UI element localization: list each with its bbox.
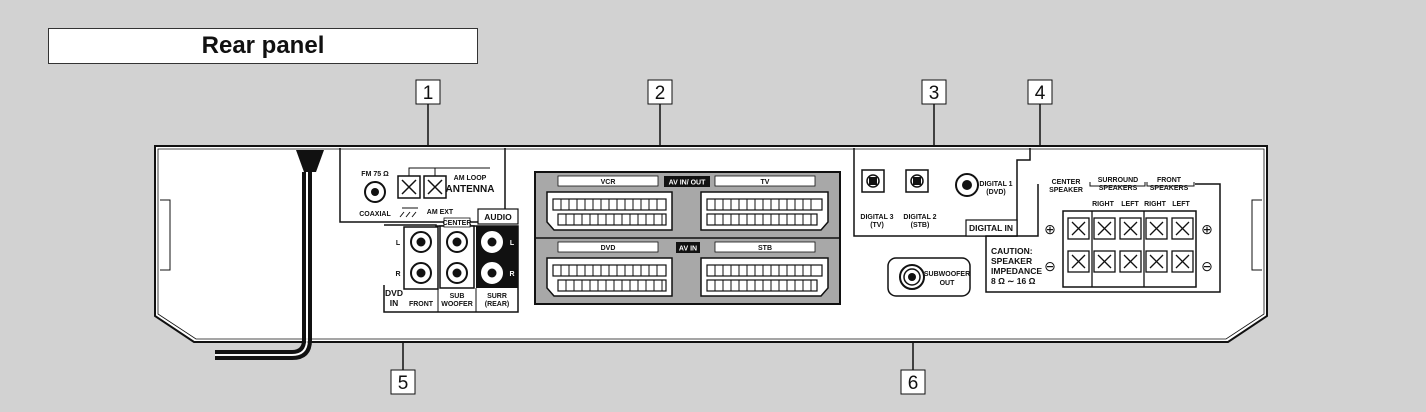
svg-text:STB: STB <box>758 245 772 252</box>
svg-text:(TV): (TV) <box>870 222 884 229</box>
svg-text:SPEAKER: SPEAKER <box>991 256 1032 266</box>
svg-text:RIGHT: RIGHT <box>1092 201 1115 208</box>
svg-text:IMPEDANCE: IMPEDANCE <box>991 266 1042 276</box>
svg-text:L: L <box>510 240 515 247</box>
svg-text:3: 3 <box>929 83 940 104</box>
svg-text:COAXIAL: COAXIAL <box>359 211 391 218</box>
svg-text:DVD: DVD <box>385 288 403 298</box>
svg-text:AM LOOP: AM LOOP <box>454 175 487 182</box>
svg-text:8 Ω ∼ 16 Ω: 8 Ω ∼ 16 Ω <box>991 276 1036 286</box>
svg-text:DIGITAL 1: DIGITAL 1 <box>979 181 1012 188</box>
svg-text:TV: TV <box>761 179 770 186</box>
svg-text:CENTER: CENTER <box>443 220 472 227</box>
speakers-section: CENTER SPEAKER SURROUND SPEAKERS FRONT S… <box>985 177 1221 293</box>
svg-text:⊕: ⊕ <box>1201 221 1213 237</box>
scart-block: VCR TV AV IN/ OUT DVD STB AV IN <box>534 171 841 305</box>
svg-text:VCR: VCR <box>601 179 616 186</box>
svg-text:R: R <box>395 271 400 278</box>
svg-text:DIGITAL 2: DIGITAL 2 <box>903 214 936 221</box>
svg-text:SURR: SURR <box>487 293 507 300</box>
svg-text:AUDIO: AUDIO <box>484 212 512 222</box>
svg-text:FRONT: FRONT <box>409 301 434 308</box>
svg-text:⊖: ⊖ <box>1201 258 1213 274</box>
audio-section: AUDIO CENTER L R L R DVD IN FRONT SUB WO… <box>383 208 519 313</box>
svg-text:(STB): (STB) <box>911 222 930 229</box>
callout-4: 4 <box>1027 79 1053 105</box>
svg-text:CAUTION:: CAUTION: <box>991 246 1033 256</box>
svg-text:1: 1 <box>423 83 434 104</box>
svg-text:SUB: SUB <box>450 293 465 300</box>
svg-text:⊖: ⊖ <box>1044 258 1056 274</box>
svg-text:LEFT: LEFT <box>1121 201 1139 208</box>
callout-3: 3 <box>921 79 947 105</box>
svg-text:(DVD): (DVD) <box>986 189 1005 196</box>
svg-text:AV IN/ OUT: AV IN/ OUT <box>669 180 707 187</box>
svg-text:ANTENNA: ANTENNA <box>446 184 495 195</box>
svg-text:DIGITAL IN: DIGITAL IN <box>969 223 1013 233</box>
svg-text:FRONT: FRONT <box>1157 177 1182 184</box>
antenna-section: FM 75 Ω COAXIAL AM LOOP ANTENNA AM EXT <box>339 148 506 223</box>
callout-5: 5 <box>390 369 416 395</box>
svg-text:5: 5 <box>398 373 409 394</box>
subwoofer-out: SUBWOOFER OUT <box>887 257 971 297</box>
svg-text:SPEAKERS: SPEAKERS <box>1099 185 1138 192</box>
svg-text:SPEAKERS: SPEAKERS <box>1150 185 1189 192</box>
digital-in-section: DIGITAL 1 (DVD) DIGITAL 3 (TV) DIGITAL 2… <box>853 148 1031 237</box>
power-cord <box>215 150 324 360</box>
svg-text:DVD: DVD <box>601 245 616 252</box>
svg-text:RIGHT: RIGHT <box>1144 201 1167 208</box>
svg-text:⊕: ⊕ <box>1044 221 1056 237</box>
svg-text:2: 2 <box>655 83 666 104</box>
callout-6: 6 <box>900 369 926 395</box>
svg-text:R: R <box>509 271 514 278</box>
svg-text:L: L <box>396 240 401 247</box>
svg-text:IN: IN <box>390 298 399 308</box>
svg-text:LEFT: LEFT <box>1172 201 1190 208</box>
svg-text:SUBWOOFER: SUBWOOFER <box>924 271 970 278</box>
svg-text:AM EXT: AM EXT <box>427 209 454 216</box>
svg-text:4: 4 <box>1035 83 1046 104</box>
svg-text:SPEAKER: SPEAKER <box>1049 187 1083 194</box>
svg-text:AV IN: AV IN <box>679 246 697 253</box>
page-title: Rear panel <box>48 28 478 64</box>
svg-text:DIGITAL 3: DIGITAL 3 <box>860 214 893 221</box>
svg-text:6: 6 <box>908 373 919 394</box>
svg-text:WOOFER: WOOFER <box>441 301 473 308</box>
svg-text:OUT: OUT <box>940 280 956 287</box>
svg-text:CENTER: CENTER <box>1052 179 1081 186</box>
svg-text:(REAR): (REAR) <box>485 301 510 308</box>
callout-2: 2 <box>647 79 673 105</box>
svg-text:FM 75 Ω: FM 75 Ω <box>361 171 389 178</box>
callout-1: 1 <box>415 79 441 105</box>
svg-text:SURROUND: SURROUND <box>1098 177 1138 184</box>
